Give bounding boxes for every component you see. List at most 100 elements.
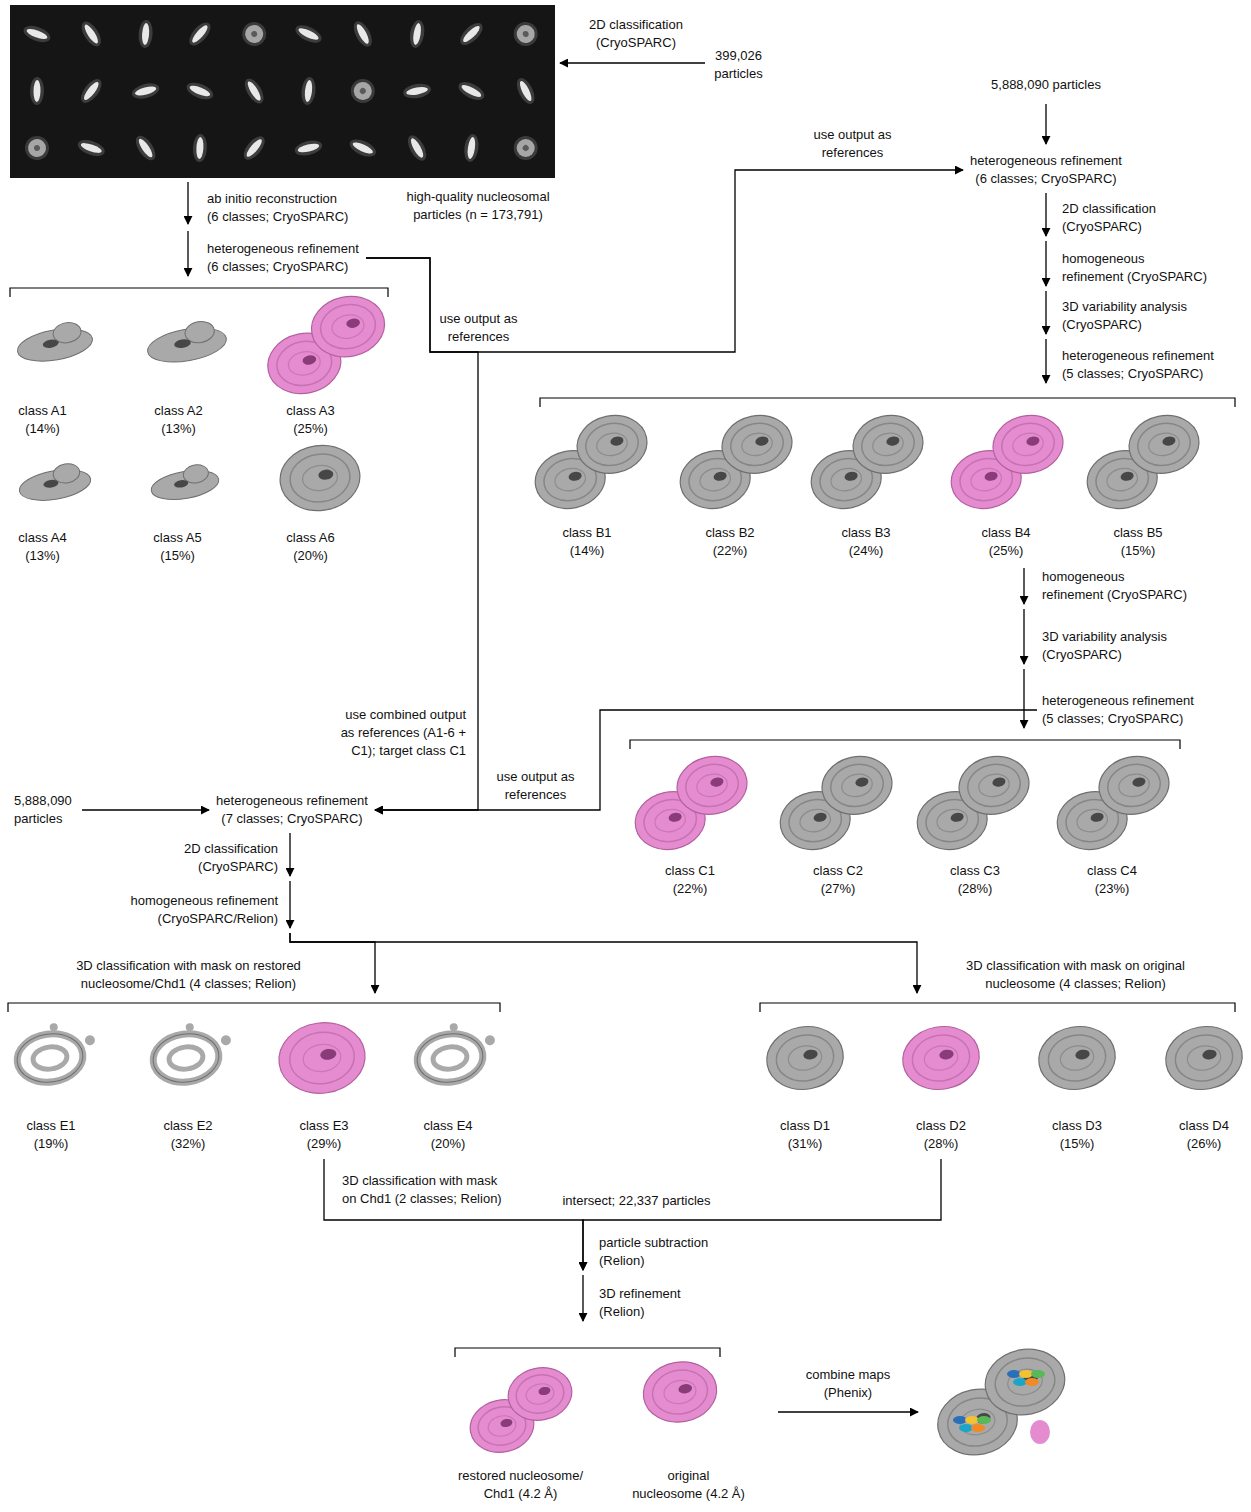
density-map-part bbox=[977, 771, 1012, 799]
connector-group bbox=[82, 104, 1046, 1321]
class-average bbox=[77, 76, 105, 107]
connector-label-text: use output as references bbox=[495, 768, 576, 804]
step-label: 3D variability analysis (CryoSPARC) bbox=[1040, 626, 1171, 666]
class-average-part bbox=[347, 136, 378, 160]
step-label: 2D classification (CryoSPARC) bbox=[1060, 198, 1160, 238]
step-label-text: heterogeneous refinement (6 classes; Cry… bbox=[969, 152, 1123, 188]
density-map bbox=[954, 750, 1035, 821]
density-map-part bbox=[301, 463, 339, 493]
class-label-text: class D1 (31%) bbox=[779, 1117, 831, 1153]
density-map-part bbox=[286, 1028, 357, 1088]
class-label: class B1 (14%) bbox=[559, 522, 615, 562]
density-map-part bbox=[653, 807, 688, 835]
class-average-part bbox=[244, 23, 265, 44]
density-map-part bbox=[345, 317, 360, 329]
density-map-part bbox=[988, 409, 1069, 480]
class-average bbox=[76, 137, 107, 159]
density-map-part bbox=[49, 1023, 58, 1032]
class-average-part bbox=[521, 144, 529, 152]
step-label-text: homogeneous refinement (CryoSPARC) bbox=[1042, 568, 1189, 604]
dinucleosome-map bbox=[775, 750, 898, 856]
flow-connector bbox=[1045, 193, 1046, 236]
flow-connector bbox=[1045, 104, 1046, 144]
class-label: class D2 (28%) bbox=[913, 1115, 969, 1155]
dinucleosome-map bbox=[912, 750, 1035, 856]
annotation: high-quality nucleosomal particles (n = … bbox=[403, 188, 553, 224]
step-label-text: 3D classification with mask on restored … bbox=[75, 957, 302, 993]
class-label: class C3 (28%) bbox=[947, 860, 1003, 900]
class-average bbox=[456, 19, 486, 49]
density-map bbox=[1094, 750, 1175, 821]
step-label: heterogeneous refinement (5 classes; Cry… bbox=[1060, 345, 1218, 385]
density-map-part bbox=[858, 418, 918, 470]
class-average-part bbox=[134, 85, 157, 97]
density-map-part bbox=[848, 409, 929, 480]
class-average bbox=[347, 136, 378, 160]
class-label: class C4 (23%) bbox=[1084, 860, 1140, 900]
density-map bbox=[144, 317, 229, 367]
density-map-part bbox=[727, 418, 787, 470]
step-label-text: heterogeneous refinement (7 classes; Cry… bbox=[215, 792, 369, 828]
density-map-part bbox=[829, 466, 864, 494]
flow-arrow bbox=[560, 62, 705, 63]
density-map-part bbox=[274, 1017, 369, 1099]
class-average bbox=[293, 138, 323, 158]
model-helix bbox=[1013, 1378, 1027, 1386]
density-map bbox=[413, 1018, 500, 1087]
class-label-text: class E4 (20%) bbox=[422, 1117, 474, 1153]
density-map bbox=[276, 440, 364, 516]
dinucleosome-map bbox=[932, 1342, 1071, 1462]
class-label: class E3 (29%) bbox=[296, 1115, 352, 1155]
flow-connector bbox=[366, 170, 963, 352]
class-label: class B5 (15%) bbox=[1110, 522, 1166, 562]
density-map-part bbox=[979, 1342, 1071, 1422]
model-helix bbox=[1019, 1370, 1033, 1378]
density-map-part bbox=[318, 469, 334, 481]
step-label: particle subtraction (Relion) bbox=[597, 1232, 713, 1272]
class-average bbox=[404, 132, 430, 163]
flow-connector bbox=[1023, 669, 1024, 728]
density-map-part bbox=[1161, 1021, 1247, 1096]
class-average-part bbox=[77, 76, 105, 107]
class-average-part bbox=[188, 84, 211, 99]
dinucleosome-map bbox=[675, 409, 798, 515]
step-label-text: 3D classification with mask on Chd1 (2 c… bbox=[342, 1172, 504, 1208]
class-label: class C1 (22%) bbox=[662, 860, 718, 900]
class-label: class D1 (31%) bbox=[777, 1115, 833, 1155]
step-label: 3D classification with mask on Chd1 (2 c… bbox=[340, 1170, 506, 1210]
density-map-part bbox=[1172, 1031, 1237, 1086]
class-average-part bbox=[350, 18, 376, 49]
class-label: class A6 (20%) bbox=[283, 527, 338, 567]
step-label: heterogeneous refinement (7 classes; Cry… bbox=[213, 790, 371, 830]
class-average-part bbox=[196, 137, 204, 159]
density-map-part bbox=[698, 466, 733, 494]
density-map-part bbox=[1117, 771, 1152, 799]
class-average-part bbox=[355, 23, 372, 46]
flow-connector bbox=[290, 933, 917, 993]
class-average-part bbox=[461, 24, 482, 44]
class-label-text: class A2 (13%) bbox=[153, 402, 204, 438]
step-label-text: 2D classification (CryoSPARC) bbox=[182, 840, 278, 876]
connector-label-text: use output as references bbox=[812, 126, 893, 162]
density-map-part bbox=[1120, 471, 1135, 482]
class-average-part bbox=[402, 82, 432, 101]
density-map-part bbox=[595, 430, 630, 458]
density-map-part bbox=[568, 471, 583, 482]
density-map bbox=[306, 290, 390, 364]
flow-connector bbox=[583, 1159, 941, 1270]
density-map-part bbox=[150, 1030, 222, 1087]
density-map-part bbox=[935, 807, 970, 835]
density-map-part bbox=[817, 750, 898, 821]
step-label: homogeneous refinement (CryoSPARC) bbox=[1040, 566, 1191, 606]
particle-count: 5,888,090 particles bbox=[988, 74, 1104, 96]
class-label: class A1 (14%) bbox=[15, 400, 70, 440]
density-map bbox=[639, 1356, 722, 1428]
step-label-text: 3D variability analysis (CryoSPARC) bbox=[1062, 298, 1189, 334]
class-average-part bbox=[26, 137, 49, 160]
density-map-part bbox=[984, 471, 999, 482]
density-map-part bbox=[168, 1045, 205, 1072]
density-map-part bbox=[32, 1045, 69, 1072]
density-map-part bbox=[185, 1023, 194, 1032]
class-average-part bbox=[192, 134, 207, 163]
density-map bbox=[572, 409, 653, 480]
